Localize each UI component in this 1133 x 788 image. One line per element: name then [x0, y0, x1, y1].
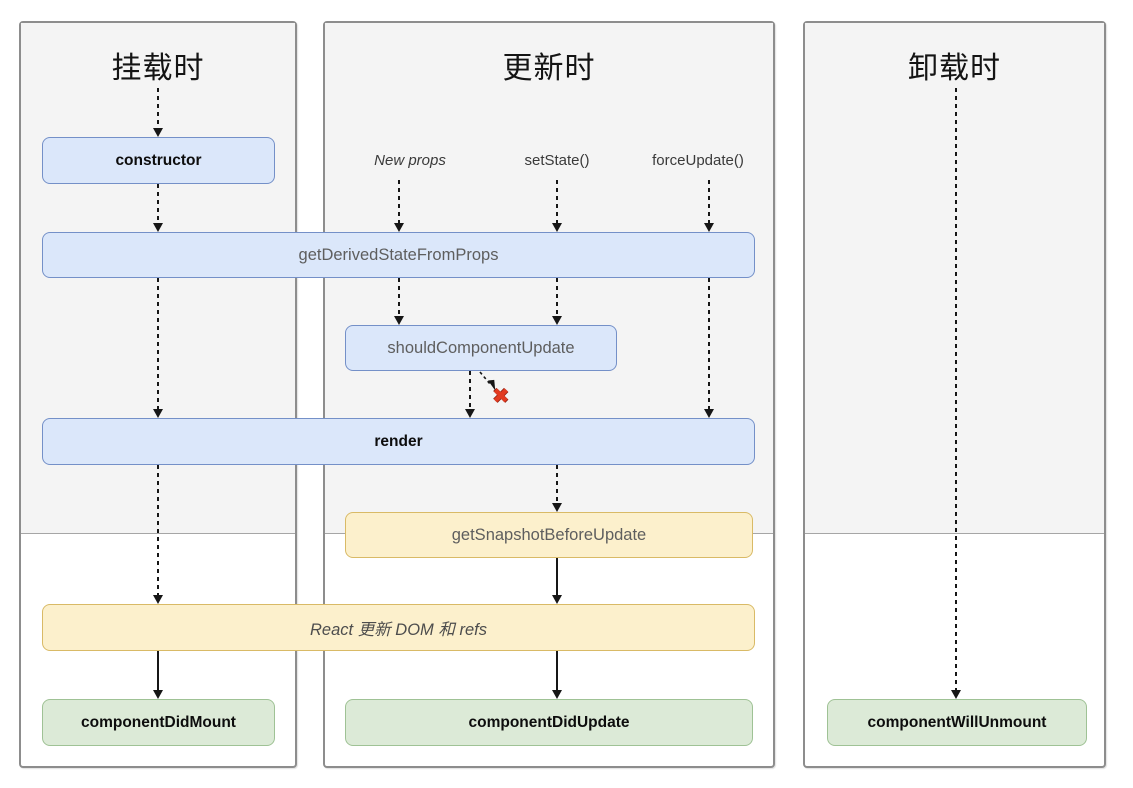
- arrow-getderivedstatefromprops-to-shouldcomponentupdate-left: [394, 278, 404, 325]
- arrow-head: [153, 128, 163, 137]
- updating-title: 更新时: [502, 52, 596, 85]
- node-getderivedstatefromprops: getDerivedStateFromProps: [42, 232, 755, 278]
- node-componentdidupdate: componentDidUpdate: [345, 699, 753, 746]
- arrow-line: [157, 278, 159, 411]
- arrow-getderivedstatefromprops-to-render-mount: [153, 278, 163, 418]
- arrow-head: [552, 316, 562, 325]
- arrow-line: [469, 371, 471, 411]
- arrow-head: [465, 409, 475, 418]
- panel-unmounting: 卸载时: [803, 21, 1106, 768]
- node-render: render: [42, 418, 755, 465]
- arrow-reactupdates-to-componentdidmount: [153, 651, 163, 699]
- arrow-render-to-getsnapshotbeforeupdate: [552, 465, 562, 512]
- arrow-shouldcomponentupdate-cancel-stub: [479, 371, 496, 391]
- arrow-head: [394, 223, 404, 232]
- arrow-head: [153, 690, 163, 699]
- arrow-head: [552, 503, 562, 512]
- arrow-forceupdate-to-getderivedstatefromprops: [704, 180, 714, 232]
- arrow-head: [153, 595, 163, 604]
- arrow-head: [704, 409, 714, 418]
- node-componentdidmount: componentDidMount: [42, 699, 275, 746]
- arrow-line: [398, 278, 400, 318]
- trigger-new-props: New props: [374, 152, 446, 169]
- arrow-head: [552, 223, 562, 232]
- arrow-getderivedstatefromprops-to-shouldcomponentupdate-right: [552, 278, 562, 325]
- arrow-unmounting-to-componentwillunmount: [951, 88, 961, 699]
- arrow-constructor-to-getderivedstatefromprops: [153, 184, 163, 232]
- arrow-head: [704, 223, 714, 232]
- node-shouldcomponentupdate: shouldComponentUpdate: [345, 325, 617, 371]
- node-getsnapshotbeforeupdate: getSnapshotBeforeUpdate: [345, 512, 753, 558]
- node-componentwillunmount: componentWillUnmount: [827, 699, 1087, 746]
- arrow-line: [556, 278, 558, 318]
- arrow-head: [951, 690, 961, 699]
- arrow-line: [708, 278, 710, 411]
- arrow-line: [157, 184, 159, 225]
- node-constructor: constructor: [42, 137, 275, 184]
- arrow-forceupdate-bypass-to-render: [704, 278, 714, 418]
- mounting-title: 挂载时: [111, 52, 205, 85]
- arrow-line: [708, 180, 710, 225]
- unmounting-render-phase-region: [805, 23, 1104, 534]
- arrow-head: [552, 595, 562, 604]
- unmounting-title: 卸载时: [908, 52, 1001, 85]
- arrow-reactupdates-to-componentdidupdate: [552, 651, 562, 699]
- arrow-line: [157, 88, 159, 130]
- node-react-updates-dom: React 更新 DOM 和 refs: [42, 604, 755, 651]
- arrow-head: [153, 409, 163, 418]
- arrow-line: [556, 180, 558, 225]
- cancel-icon: ✖: [492, 385, 510, 408]
- arrow-line: [157, 651, 159, 692]
- arrow-getsnapshotbeforeupdate-to-reactupdates: [552, 558, 562, 604]
- arrow-render-to-reactupdates-mount: [153, 465, 163, 604]
- arrow-head: [394, 316, 404, 325]
- arrow-head: [153, 223, 163, 232]
- trigger-force-update: forceUpdate(): [652, 152, 744, 169]
- trigger-set-state: setState(): [524, 152, 590, 169]
- arrow-line: [955, 88, 957, 692]
- arrow-shouldcomponentupdate-to-render: [465, 371, 475, 418]
- arrow-line: [556, 651, 558, 692]
- arrow-line: [556, 558, 558, 597]
- arrow-newprops-to-getderivedstatefromprops: [394, 180, 404, 232]
- arrow-line: [556, 465, 558, 505]
- arrow-head: [552, 690, 562, 699]
- arrow-line: [398, 180, 400, 225]
- arrow-setstate-to-getderivedstatefromprops: [552, 180, 562, 232]
- arrow-line: [157, 465, 159, 597]
- arrow-mounting-start: [153, 88, 163, 137]
